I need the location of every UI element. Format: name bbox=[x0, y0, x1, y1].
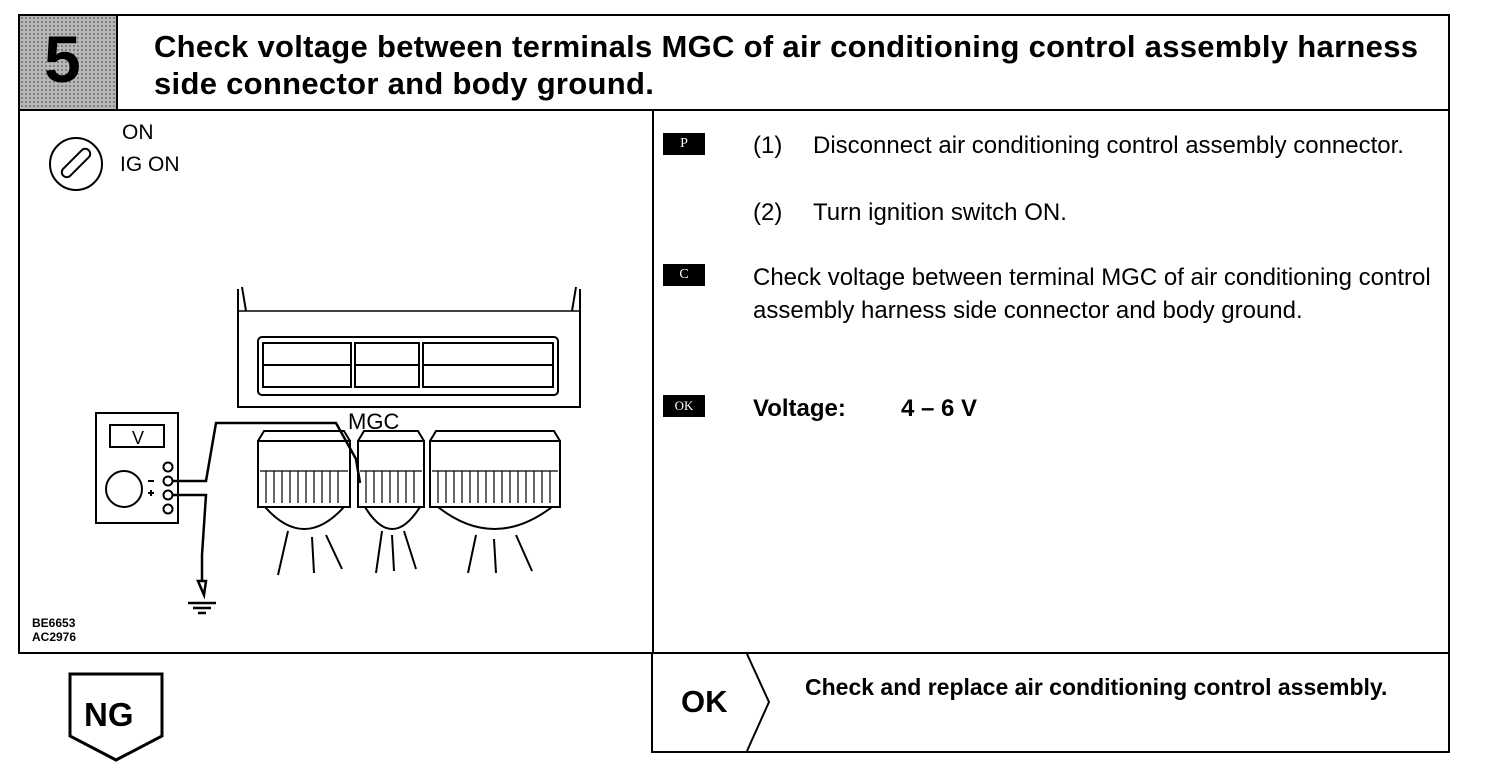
ok-result-label: OK bbox=[681, 684, 728, 719]
check-text: Check voltage between terminal MGC of ai… bbox=[753, 264, 1431, 324]
terminal-mgc-label: MGC bbox=[348, 409, 400, 434]
connector-diagram bbox=[95, 286, 581, 615]
figure-codes: BE6653 AC2976 bbox=[32, 616, 76, 644]
spec-label: Voltage: bbox=[753, 395, 846, 422]
ignition-switch-icon bbox=[49, 137, 103, 191]
ok-result-action: Check and replace air conditioning contr… bbox=[805, 674, 1388, 700]
prep-step-number: (2) bbox=[753, 199, 783, 226]
ng-result-label: NG bbox=[84, 696, 134, 733]
switch-ig-on-label: IG ON bbox=[120, 153, 180, 176]
switch-on-label: ON bbox=[122, 121, 154, 144]
step-number: 5 bbox=[44, 22, 81, 96]
figure-code: BE6653 bbox=[32, 616, 76, 630]
spec-value: 4 – 6 V bbox=[901, 395, 978, 422]
illustration-panel: ON IG ON bbox=[18, 109, 654, 654]
prep-step-text: Turn ignition switch ON. bbox=[813, 199, 1067, 226]
step-title: Check voltage between terminals MGC of a… bbox=[154, 29, 1419, 101]
voltmeter-label: V bbox=[132, 428, 145, 448]
prep-tag: P bbox=[663, 133, 705, 155]
instruction-panel: P (1) Disconnect air conditioning contro… bbox=[651, 109, 1450, 654]
harness-connectors bbox=[257, 430, 561, 576]
voltmeter-icon bbox=[95, 412, 179, 524]
check-tag: C bbox=[663, 264, 705, 286]
step-number-box: 5 bbox=[20, 16, 118, 109]
prep-step-number: (1) bbox=[753, 132, 783, 159]
control-assembly-outline bbox=[237, 286, 581, 408]
step-header: 5 Check voltage between terminals MGC of… bbox=[18, 14, 1450, 111]
ng-result-badge[interactable] bbox=[68, 672, 164, 764]
chevron-right-icon bbox=[746, 654, 771, 751]
prep-step-text: Disconnect air conditioning control asse… bbox=[813, 132, 1404, 159]
test-leads bbox=[172, 421, 362, 615]
ok-result-box[interactable]: OK Check and replace air conditioning co… bbox=[651, 652, 1450, 753]
ok-tag: OK bbox=[663, 395, 705, 417]
figure-code: AC2976 bbox=[32, 630, 77, 644]
